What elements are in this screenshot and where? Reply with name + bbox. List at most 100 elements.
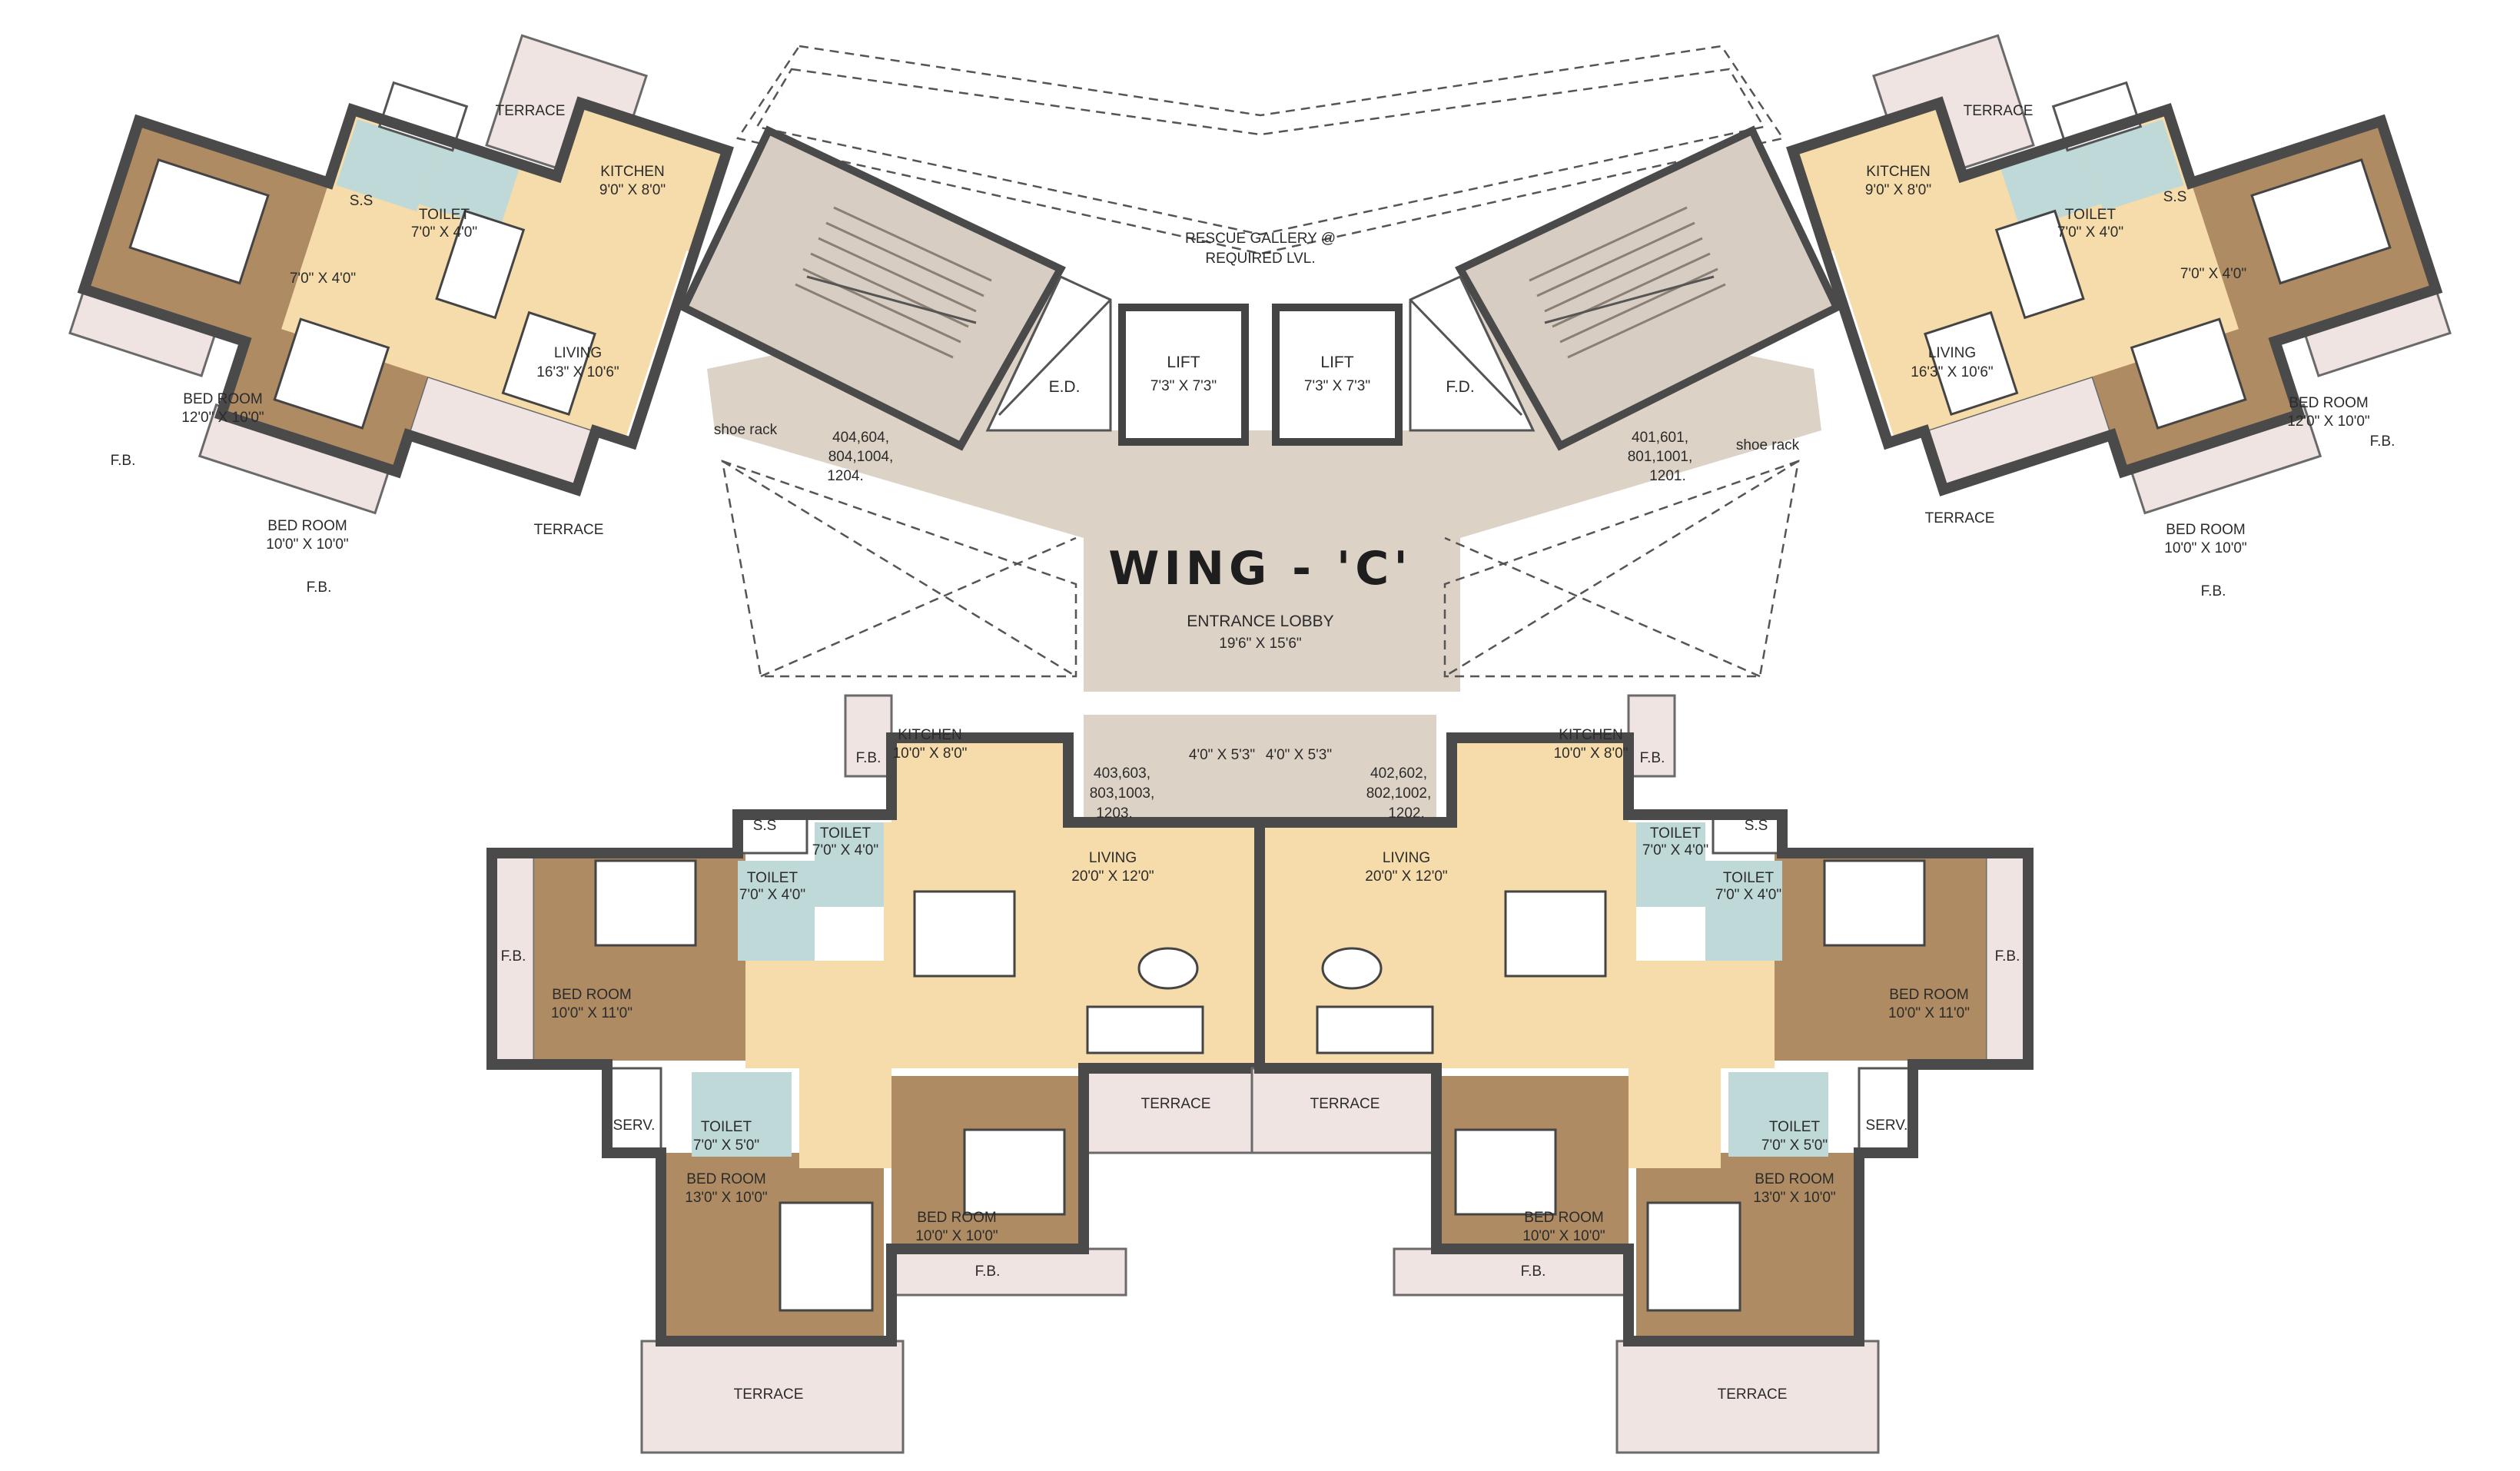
rescue-gallery-line1: RESCUE GALLERY @	[1185, 231, 1336, 247]
bl-kitchen-size: 10'0" X 8'0"	[893, 745, 968, 762]
bl-toilet-b-size: 7'0" X 4'0"	[739, 887, 805, 903]
bl-flats-3: 1203.	[1096, 805, 1133, 822]
bl-bed1-name: BED ROOM	[552, 987, 631, 1003]
tl-shoe-rack: shoe rack	[714, 422, 778, 438]
staircase-right	[1455, 125, 1842, 451]
tl-flats-2: 804,1004,	[828, 449, 894, 465]
br-terrace-2: TERRACE	[1718, 1386, 1788, 1403]
tr-terrace-2: TERRACE	[1925, 510, 1995, 526]
tr-living-size: 16'3" X 10'6"	[1911, 364, 1993, 380]
br-toilet-c-name: TOILET	[1769, 1119, 1821, 1135]
br-flats-3: 1202.	[1388, 805, 1425, 822]
bl-ss: S.S	[753, 818, 777, 834]
tl-toilet-b-size: 7'0" X 4'0"	[290, 271, 356, 287]
tl-flats-1: 404,604,	[832, 430, 889, 446]
entrance-lobby-size: 19'6" X 15'6"	[1219, 636, 1301, 652]
br-terrace-1: TERRACE	[1310, 1096, 1380, 1112]
tr-kitchen-name: KITCHEN	[1866, 164, 1930, 180]
tl-flats-3: 1204.	[827, 468, 864, 484]
rescue-gallery-outline	[735, 45, 1785, 255]
fire-duct: F.D.	[1409, 275, 1536, 432]
br-ss: S.S	[1745, 818, 1768, 834]
br-kitchen-size: 10'0" X 8'0"	[1554, 745, 1629, 762]
bl-living-name: LIVING	[1089, 850, 1137, 866]
rescue-gallery-line2: REQUIRED LVL.	[1205, 251, 1315, 267]
bl-fb-2: F.B.	[856, 750, 882, 766]
flat-top-left-labels: KITCHEN 9'0" X 8'0" LIVING 16'3" X 10'6"…	[111, 103, 894, 596]
bl-fb-1: F.B.	[501, 948, 526, 965]
tl-terrace-2: TERRACE	[534, 522, 604, 538]
flat-top-left	[68, 34, 734, 515]
flat-bottom-right	[1250, 694, 2034, 1454]
bl-terrace-2: TERRACE	[734, 1386, 804, 1403]
br-living-name: LIVING	[1383, 850, 1430, 866]
bl-flats-1: 403,603,	[1094, 765, 1150, 782]
lift-2-size: 7'3" X 7'3"	[1304, 378, 1370, 394]
lift-1-size: 7'3" X 7'3"	[1150, 378, 1217, 394]
tl-bed1-name: BED ROOM	[183, 391, 262, 407]
electrical-duct: E.D.	[985, 275, 1112, 432]
bl-bed3-size: 10'0" X 10'0"	[915, 1228, 998, 1244]
tr-fb-1: F.B.	[2370, 433, 2395, 450]
tr-bed2-name: BED ROOM	[2166, 522, 2245, 538]
tr-flats-1: 401,601,	[1632, 430, 1688, 446]
flat-bottom-left-labels: KITCHEN 10'0" X 8'0" LIVING 20'0" X 12'0…	[501, 727, 1255, 1403]
br-bed1-size: 10'0" X 11'0"	[1888, 1005, 1970, 1021]
br-flats-2: 802,1002,	[1366, 785, 1432, 802]
br-living-size: 20'0" X 12'0"	[1365, 868, 1447, 885]
lift-1-label: LIFT	[1167, 354, 1200, 371]
tl-fb-2: F.B.	[307, 579, 332, 596]
ed-label: E.D.	[1049, 378, 1081, 396]
bl-bed3-name: BED ROOM	[917, 1210, 996, 1226]
tl-bed2-name: BED ROOM	[267, 518, 347, 534]
bl-bed1-size: 10'0" X 11'0"	[551, 1005, 632, 1021]
tr-flats-3: 1201.	[1649, 468, 1686, 484]
bl-passage: 4'0" X 5'3"	[1189, 747, 1255, 763]
tl-bed1-size: 12'0" X 10'0"	[181, 410, 264, 426]
lift-1: LIFT 7'3" X 7'3"	[1118, 304, 1249, 446]
tr-shoe-rack: shoe rack	[1736, 437, 1800, 453]
lift-2-label: LIFT	[1320, 354, 1353, 371]
wing-title: WING - 'C'	[1108, 542, 1412, 596]
br-serv: SERV.	[1866, 1117, 1908, 1134]
br-toilet-b-size: 7'0" X 4'0"	[1715, 887, 1781, 903]
tr-ss: S.S	[2163, 189, 2187, 205]
br-toilet-a-size: 7'0" X 4'0"	[1642, 842, 1708, 858]
fd-label: F.D.	[1446, 378, 1474, 396]
tl-bed2-size: 10'0" X 10'0"	[266, 536, 348, 553]
tl-kitchen-size: 9'0" X 8'0"	[599, 182, 666, 198]
flat-bottom-right-labels: KITCHEN 10'0" X 8'0" LIVING 20'0" X 12'0…	[1266, 727, 2020, 1403]
br-passage: 4'0" X 5'3"	[1266, 747, 1332, 763]
bl-toilet-a-size: 7'0" X 4'0"	[812, 842, 878, 858]
tl-toilet-name: TOILET	[419, 207, 470, 223]
tl-toilet-size: 7'0" X 4'0"	[411, 224, 477, 241]
flat-top-right	[1786, 34, 2452, 515]
bl-flats-2: 803,1003,	[1090, 785, 1155, 802]
tr-toilet-name: TOILET	[2065, 207, 2117, 223]
br-bed2-size: 13'0" X 10'0"	[1753, 1190, 1835, 1206]
bl-living-size: 20'0" X 12'0"	[1071, 868, 1154, 885]
bl-toilet-c-size: 7'0" X 5'0"	[693, 1137, 759, 1154]
bl-toilet-c-name: TOILET	[701, 1119, 752, 1135]
bl-bed2-name: BED ROOM	[686, 1171, 765, 1187]
lift-2: LIFT 7'3" X 7'3"	[1272, 304, 1403, 446]
tl-kitchen-name: KITCHEN	[600, 164, 664, 180]
tr-bed1-size: 12'0" X 10'0"	[2287, 413, 2369, 430]
bl-kitchen-name: KITCHEN	[898, 727, 961, 743]
tr-bed2-size: 10'0" X 10'0"	[2164, 540, 2246, 556]
tl-ss: S.S	[350, 193, 374, 209]
tr-living-name: LIVING	[1928, 345, 1976, 361]
tr-flats-2: 801,1001,	[1628, 449, 1693, 465]
bl-terrace-1: TERRACE	[1141, 1096, 1211, 1112]
br-bed3-name: BED ROOM	[1524, 1210, 1603, 1226]
bl-toilet-a-name: TOILET	[820, 825, 872, 842]
tl-terrace-1: TERRACE	[496, 103, 566, 119]
entrance-lobby-label: ENTRANCE LOBBY	[1187, 613, 1333, 630]
br-bed3-size: 10'0" X 10'0"	[1522, 1228, 1605, 1244]
bl-serv: SERV.	[613, 1117, 656, 1134]
br-kitchen-name: KITCHEN	[1559, 727, 1622, 743]
tl-fb-1: F.B.	[111, 453, 136, 469]
flat-bottom-left	[486, 694, 1270, 1454]
tr-fb-2: F.B.	[2201, 583, 2226, 599]
